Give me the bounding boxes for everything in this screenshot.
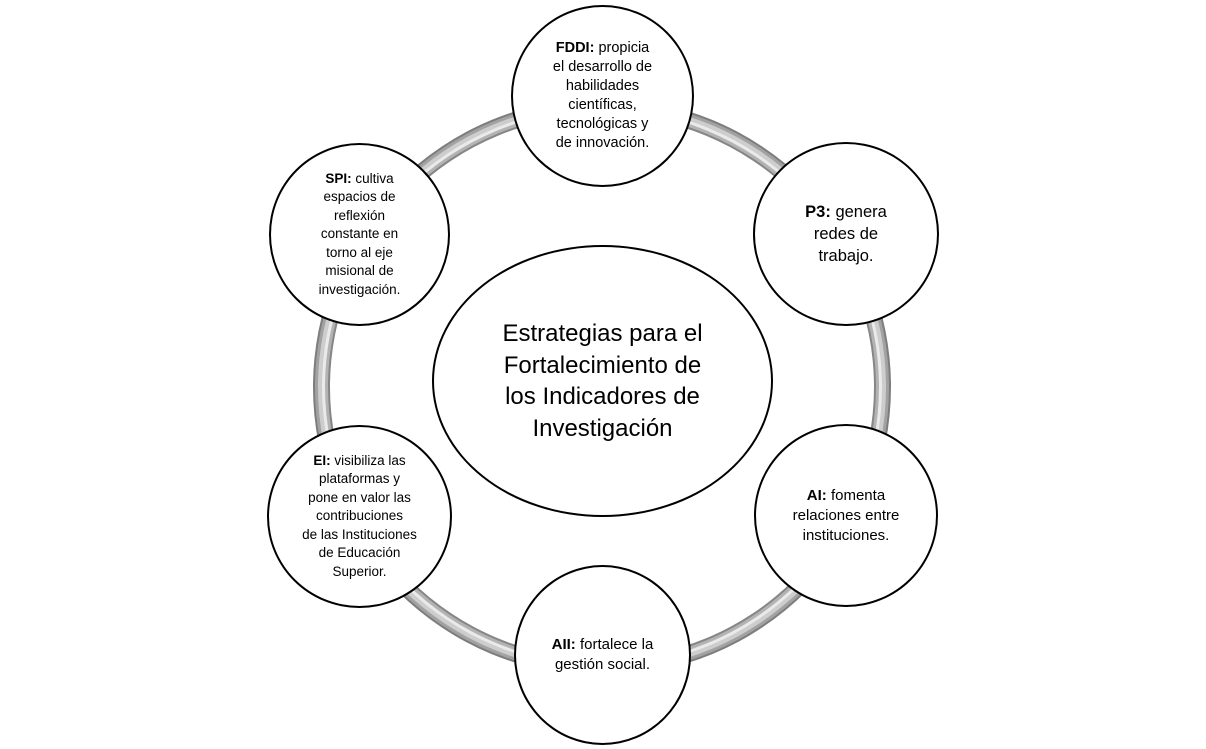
node-fddi-line: el desarrollo de (552, 59, 653, 75)
central-title-line: Fortalecimiento de (503, 351, 702, 379)
node-ai-line: fomenta (826, 486, 886, 504)
node-spi-line: reflexión (333, 207, 386, 223)
node-aii-line: gestión social. (554, 656, 651, 673)
node-p3-line: genera (830, 203, 887, 221)
node-p3-line: trabajo. (818, 247, 874, 265)
node-ai-line: instituciones. (802, 526, 890, 544)
node-p3-label: P3: (805, 203, 831, 221)
node-spi-line: constante en (320, 226, 399, 242)
node-spi-line: cultiva (351, 170, 394, 186)
node-fddi-line: científicas, (568, 97, 637, 113)
node-fddi-text: FDDI: propicia el desarrollo de habilida… (553, 39, 652, 153)
node-fddi-line: propicia (594, 40, 650, 56)
node-ai: AI: fomenta relaciones entre institucion… (754, 424, 938, 607)
node-ai-text: AI: fomenta relaciones entre institucion… (793, 486, 900, 546)
node-fddi-line: de innovación. (555, 135, 650, 151)
central-title: Estrategias para el Fortalecimiento de l… (502, 318, 702, 444)
node-spi-line: misional de (325, 263, 394, 279)
node-fddi-label: FDDI: (555, 40, 595, 56)
node-ei-line: de Educación (318, 545, 401, 561)
node-spi-line: torno al eje (326, 244, 393, 260)
node-ei: EI: visibiliza las plataformas y pone en… (267, 425, 452, 608)
node-spi-text: SPI: cultiva espacios de reflexión const… (319, 170, 401, 300)
node-ei-line: visibiliza las (330, 452, 406, 468)
node-fddi-line: habilidades (565, 78, 640, 94)
central-title-line: Estrategias para el (502, 320, 703, 347)
node-spi-label: SPI: (325, 170, 352, 186)
central-strategy-ellipse: Estrategias para el Fortalecimiento de l… (432, 245, 773, 517)
node-ei-line: pone en valor las (308, 489, 411, 505)
node-ei-line: contribuciones (315, 508, 404, 524)
node-fddi: FDDI: propicia el desarrollo de habilida… (511, 5, 694, 187)
node-ai-line: relaciones entre (792, 506, 900, 524)
node-spi-line: espacios de (323, 189, 396, 205)
node-p3-line: redes de (813, 225, 879, 243)
node-aii-line: fortalece la (575, 636, 654, 653)
node-fddi-line: tecnológicas y (556, 116, 649, 132)
node-ei-line: Superior. (332, 563, 387, 579)
node-ei-label: EI: (313, 452, 331, 468)
node-ei-text: EI: visibiliza las plataformas y pone en… (302, 452, 417, 582)
node-spi-line: investigación. (318, 281, 401, 297)
node-ei-line: de las Instituciones (302, 526, 417, 542)
node-aii: AII: fortalece la gestión social. (514, 565, 691, 745)
central-title-line: Investigación (532, 414, 673, 442)
node-ei-line: plataformas y (318, 471, 401, 487)
node-p3: P3: genera redes de trabajo. (753, 142, 939, 326)
node-p3-text: P3: genera redes de trabajo. (805, 201, 887, 267)
node-spi: SPI: cultiva espacios de reflexión const… (269, 143, 450, 326)
central-title-line: los Indicadores de (505, 383, 700, 410)
node-aii-label: AII: (551, 636, 576, 653)
node-ai-label: AI: (806, 486, 827, 504)
node-aii-text: AII: fortalece la gestión social. (552, 635, 654, 675)
